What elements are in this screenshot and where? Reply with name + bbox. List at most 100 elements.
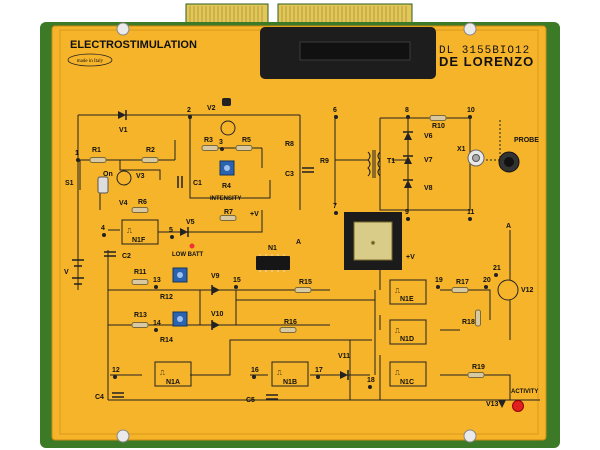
label-on: On: [103, 171, 113, 178]
label-probe: PROBE: [514, 137, 539, 144]
svg-text:N1F: N1F: [132, 237, 146, 244]
diode-V7: V7: [403, 155, 433, 164]
svg-text:C2: C2: [122, 253, 131, 260]
svg-text:V6: V6: [424, 133, 433, 140]
resistor-R6: R6: [131, 199, 149, 213]
resistor-R1: R1: [89, 147, 107, 163]
svg-text:C4: C4: [95, 394, 104, 401]
node-label-19: 19: [435, 277, 443, 284]
node-dot-9[interactable]: [406, 217, 410, 221]
node-label-12: 12: [112, 367, 120, 374]
pot-R14[interactable]: R14: [160, 311, 188, 344]
resistor-R15: R15: [294, 279, 312, 293]
diode-V11: V11: [338, 353, 350, 380]
panel-face: [51, 25, 547, 441]
node-dot-21[interactable]: [494, 273, 498, 277]
screw-top-right: [463, 22, 477, 36]
node-dot-1[interactable]: [76, 158, 80, 162]
switch-S1[interactable]: S1: [65, 176, 109, 194]
resistor-label-R13: R13: [134, 312, 147, 319]
resistor-label-R1: R1: [92, 147, 101, 154]
resistor-label-R15: R15: [299, 279, 312, 286]
diode-V5: V5: [180, 219, 195, 237]
gate-N1F: ⎍ N1F: [121, 219, 159, 245]
node-dot-10[interactable]: [468, 115, 472, 119]
resistor-R19: R19: [467, 364, 485, 378]
node-dot-4[interactable]: [102, 233, 106, 237]
gate-N1A: ⎍ N1A: [154, 361, 192, 387]
pot-R4[interactable]: R4 INTENSITY: [210, 160, 241, 202]
diode-V6: V6: [403, 131, 433, 140]
node-dot-18[interactable]: [368, 385, 372, 389]
svg-text:V2: V2: [207, 105, 216, 112]
node-dot-12[interactable]: [113, 375, 117, 379]
node-label-10: 10: [467, 107, 475, 114]
svg-text:V7: V7: [424, 157, 433, 164]
svg-text:V11: V11: [338, 353, 350, 360]
pot-R12[interactable]: R12: [160, 267, 188, 301]
node-label-11: 11: [467, 209, 475, 216]
svg-text:N1A: N1A: [166, 379, 180, 386]
battery-symbol: V: [64, 259, 84, 285]
node-dot-3[interactable]: [220, 147, 224, 151]
label-low-batt: LOW BATT: [172, 252, 204, 258]
resistor-R13: R13: [131, 312, 149, 328]
resistor-R5: R5: [235, 137, 253, 151]
node-label-21: 21: [493, 265, 501, 272]
node-label-20: 20: [483, 277, 491, 284]
made-in-italy-badge: [67, 53, 113, 67]
node-dot-13[interactable]: [154, 285, 158, 289]
svg-text:V1: V1: [119, 127, 128, 134]
resistor-label-R3: R3: [204, 137, 213, 144]
node-dot-5[interactable]: [170, 235, 174, 239]
node-dot-17[interactable]: [316, 375, 320, 379]
resistor-label-R18: R18: [462, 319, 475, 326]
node-dot-15[interactable]: [234, 285, 238, 289]
label-plus-v-2: +V: [406, 254, 415, 261]
node-label-7: 7: [333, 203, 337, 210]
transistor-V12: V12: [497, 279, 534, 301]
transistor-V2: V2: [207, 98, 236, 136]
label-plus-v: +V: [250, 211, 259, 218]
transistor-V3: V3: [116, 170, 145, 186]
probe-socket[interactable]: [498, 151, 520, 173]
node-dot-19[interactable]: [436, 285, 440, 289]
node-label-4: 4: [101, 225, 105, 232]
transformer-T1-symbol: T1: [367, 150, 395, 178]
resistor-R16: R16: [279, 319, 297, 333]
resistor-label-R11: R11: [134, 269, 147, 276]
svg-text:C5: C5: [246, 397, 255, 404]
resistor-label-R7: R7: [224, 209, 233, 216]
display-slot: [299, 41, 411, 61]
node-dot-14[interactable]: [154, 328, 158, 332]
node-dot-8[interactable]: [406, 115, 410, 119]
label-X1: X1: [457, 146, 466, 153]
cap-C1: C1: [177, 176, 202, 188]
output-jack-X1[interactable]: [467, 149, 485, 167]
cap-C2: C2: [104, 251, 131, 260]
gate-N1C: ⎍ N1C: [389, 361, 427, 387]
svg-text:⎍: ⎍: [127, 228, 132, 236]
svg-text:V12: V12: [521, 287, 534, 294]
svg-text:T1: T1: [387, 158, 395, 165]
svg-text:V5: V5: [186, 219, 195, 226]
svg-text:⎍: ⎍: [277, 370, 282, 378]
ic-N1: N1: [256, 245, 290, 272]
cap-C3: C3: [285, 167, 314, 178]
node-dot-16[interactable]: [252, 375, 256, 379]
node-dot-6[interactable]: [334, 115, 338, 119]
svg-text:✺: ✺: [370, 240, 375, 247]
node-dot-20[interactable]: [484, 285, 488, 289]
resistor-R2: R2: [141, 147, 159, 163]
node-label-15: 15: [233, 277, 241, 284]
label-R8: R8: [285, 141, 294, 148]
node-dot-11[interactable]: [468, 217, 472, 221]
node-dot-2[interactable]: [188, 115, 192, 119]
svg-text:⎍: ⎍: [395, 370, 400, 378]
svg-text:V13: V13: [486, 401, 499, 408]
node-dot-7[interactable]: [334, 211, 338, 215]
led-V13: V13: [486, 400, 524, 412]
node-label-1: 1: [75, 150, 79, 157]
svg-text:⎍: ⎍: [395, 328, 400, 336]
svg-text:N1D: N1D: [400, 336, 414, 343]
